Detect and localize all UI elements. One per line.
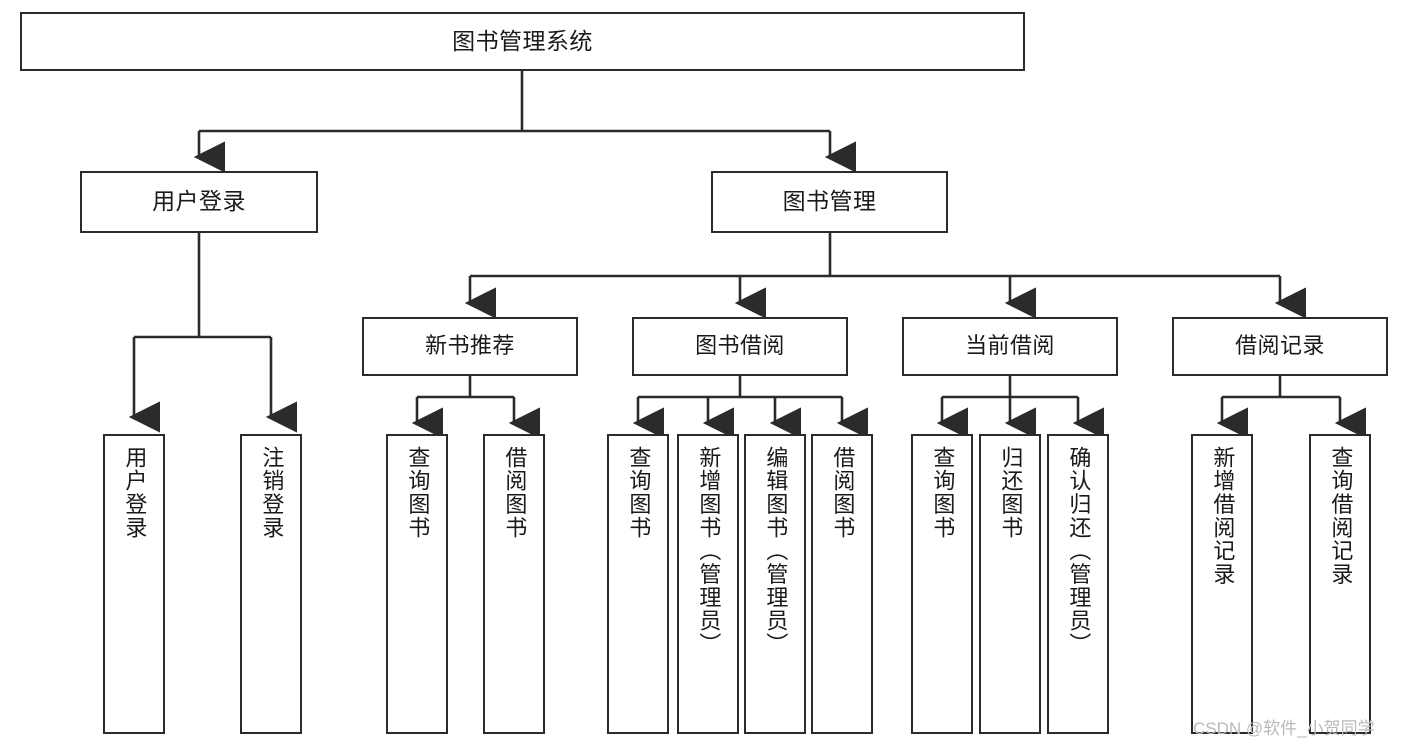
- node-label: 图书管理系统: [452, 27, 593, 54]
- node-label: 确认归还（管理员）: [1066, 446, 1092, 656]
- node-leaf-add-book-admin[interactable]: 新增图书（管理员）: [677, 434, 739, 734]
- node-new-book-recommendation[interactable]: 新书推荐: [362, 317, 578, 376]
- node-leaf-logout[interactable]: 注销登录: [240, 434, 302, 734]
- node-leaf-query-borrow-record[interactable]: 查询借阅记录: [1309, 434, 1371, 734]
- node-leaf-query-book-borrow[interactable]: 查询图书: [607, 434, 669, 734]
- node-root-library-management-system[interactable]: 图书管理系统: [20, 12, 1025, 71]
- node-current-borrowing[interactable]: 当前借阅: [902, 317, 1118, 376]
- node-label: 用户登录: [152, 188, 246, 215]
- node-label: 新增图书（管理员）: [696, 446, 722, 656]
- node-label: 归还图书: [998, 446, 1024, 540]
- node-label: 编辑图书（管理员）: [763, 446, 789, 656]
- node-label: 借阅记录: [1235, 333, 1325, 359]
- node-leaf-add-borrow-record[interactable]: 新增借阅记录: [1191, 434, 1253, 734]
- node-label: 新书推荐: [425, 333, 515, 359]
- node-leaf-user-login[interactable]: 用户登录: [103, 434, 165, 734]
- node-label: 注销登录: [259, 446, 285, 540]
- node-label: 图书管理: [782, 188, 877, 215]
- node-leaf-query-book-current[interactable]: 查询图书: [911, 434, 973, 734]
- node-label: 当前借阅: [965, 333, 1055, 359]
- node-leaf-return-book[interactable]: 归还图书: [979, 434, 1041, 734]
- node-label: 新增借阅记录: [1210, 446, 1236, 586]
- node-book-borrowing[interactable]: 图书借阅: [632, 317, 848, 376]
- node-label: 查询图书: [626, 446, 652, 540]
- node-user-login[interactable]: 用户登录: [80, 171, 318, 233]
- node-label: 图书借阅: [695, 333, 785, 359]
- node-label: 查询图书: [930, 446, 956, 540]
- node-label: 查询借阅记录: [1328, 446, 1354, 586]
- node-leaf-borrow-book[interactable]: 借阅图书: [811, 434, 873, 734]
- node-label: 查询图书: [405, 446, 431, 540]
- node-leaf-query-book-recommend[interactable]: 查询图书: [386, 434, 448, 734]
- node-book-management[interactable]: 图书管理: [711, 171, 948, 233]
- node-leaf-borrow-book-recommend[interactable]: 借阅图书: [483, 434, 545, 734]
- node-label: 用户登录: [122, 446, 148, 540]
- node-label: 借阅图书: [502, 446, 528, 540]
- node-leaf-edit-book-admin[interactable]: 编辑图书（管理员）: [744, 434, 806, 734]
- csdn-watermark: CSDN @软件_小贺同学: [1193, 719, 1375, 738]
- node-borrowing-record[interactable]: 借阅记录: [1172, 317, 1388, 376]
- node-leaf-confirm-return-admin[interactable]: 确认归还（管理员）: [1047, 434, 1109, 734]
- node-label: 借阅图书: [830, 446, 856, 540]
